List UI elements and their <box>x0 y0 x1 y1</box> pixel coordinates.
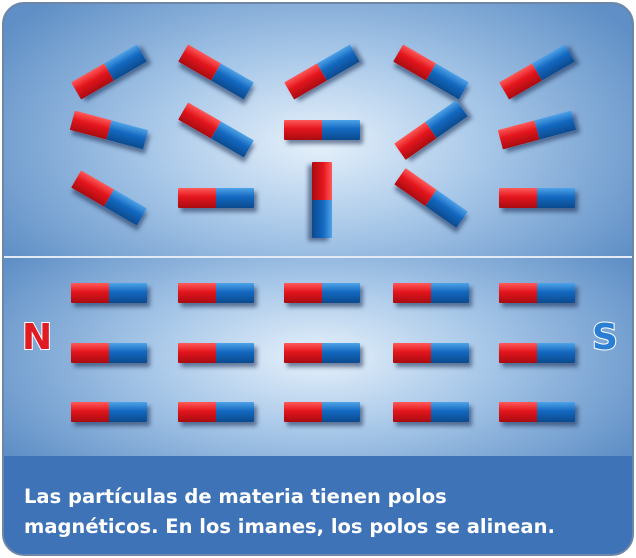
aligned-magnet <box>499 343 575 363</box>
north-pole-half <box>312 162 332 200</box>
south-pole-half <box>109 283 147 303</box>
disordered-magnet <box>312 162 332 238</box>
south-pole-half <box>537 402 575 422</box>
north-pole-half <box>284 283 322 303</box>
north-pole-half <box>178 402 216 422</box>
south-pole-half <box>109 343 147 363</box>
south-pole-half <box>216 188 254 208</box>
north-pole-half <box>284 343 322 363</box>
aligned-magnet <box>499 283 575 303</box>
panel-divider <box>4 256 632 258</box>
north-pole-half <box>71 283 109 303</box>
north-pole-half <box>499 402 537 422</box>
aligned-magnet <box>284 402 360 422</box>
north-pole-half <box>499 283 537 303</box>
north-pole-half <box>393 343 431 363</box>
disordered-magnet <box>284 120 360 140</box>
aligned-magnet <box>178 343 254 363</box>
aligned-magnet <box>499 402 575 422</box>
aligned-magnet <box>178 402 254 422</box>
caption-line-2: magnéticos. En los imanes, los polos se … <box>24 515 555 538</box>
north-pole-half <box>178 343 216 363</box>
north-pole-half <box>178 188 216 208</box>
south-pole-half <box>322 283 360 303</box>
caption-band <box>4 456 632 554</box>
caption-line-1: Las partículas de materia tienen polos <box>24 485 447 508</box>
aligned-magnet <box>393 283 469 303</box>
north-pole-half <box>499 188 537 208</box>
north-pole-half <box>284 120 322 140</box>
south-pole-half <box>431 283 469 303</box>
north-pole-label: N <box>21 317 53 358</box>
north-pole-half <box>284 402 322 422</box>
south-pole-half <box>312 200 332 238</box>
aligned-magnet <box>71 402 147 422</box>
aligned-magnet <box>71 283 147 303</box>
disordered-magnet <box>499 188 575 208</box>
north-pole-half <box>393 283 431 303</box>
south-pole-half <box>537 283 575 303</box>
disordered-magnet <box>178 188 254 208</box>
aligned-magnet <box>178 283 254 303</box>
aligned-magnet <box>393 402 469 422</box>
south-pole-half <box>322 343 360 363</box>
south-pole-half <box>322 120 360 140</box>
aligned-magnet <box>71 343 147 363</box>
south-pole-half <box>109 402 147 422</box>
south-pole-label: S <box>591 317 619 358</box>
caption-text: Las partículas de materia tienen polos m… <box>24 482 624 542</box>
south-pole-half <box>216 402 254 422</box>
south-pole-half <box>431 343 469 363</box>
south-pole-half <box>216 343 254 363</box>
aligned-magnet <box>284 343 360 363</box>
south-pole-half <box>431 402 469 422</box>
aligned-magnet <box>284 283 360 303</box>
south-pole-half <box>322 402 360 422</box>
south-pole-half <box>537 188 575 208</box>
north-pole-half <box>499 343 537 363</box>
north-pole-half <box>178 283 216 303</box>
north-pole-half <box>71 343 109 363</box>
north-pole-half <box>393 402 431 422</box>
aligned-magnet <box>393 343 469 363</box>
south-pole-half <box>216 283 254 303</box>
north-pole-half <box>71 402 109 422</box>
south-pole-half <box>537 343 575 363</box>
